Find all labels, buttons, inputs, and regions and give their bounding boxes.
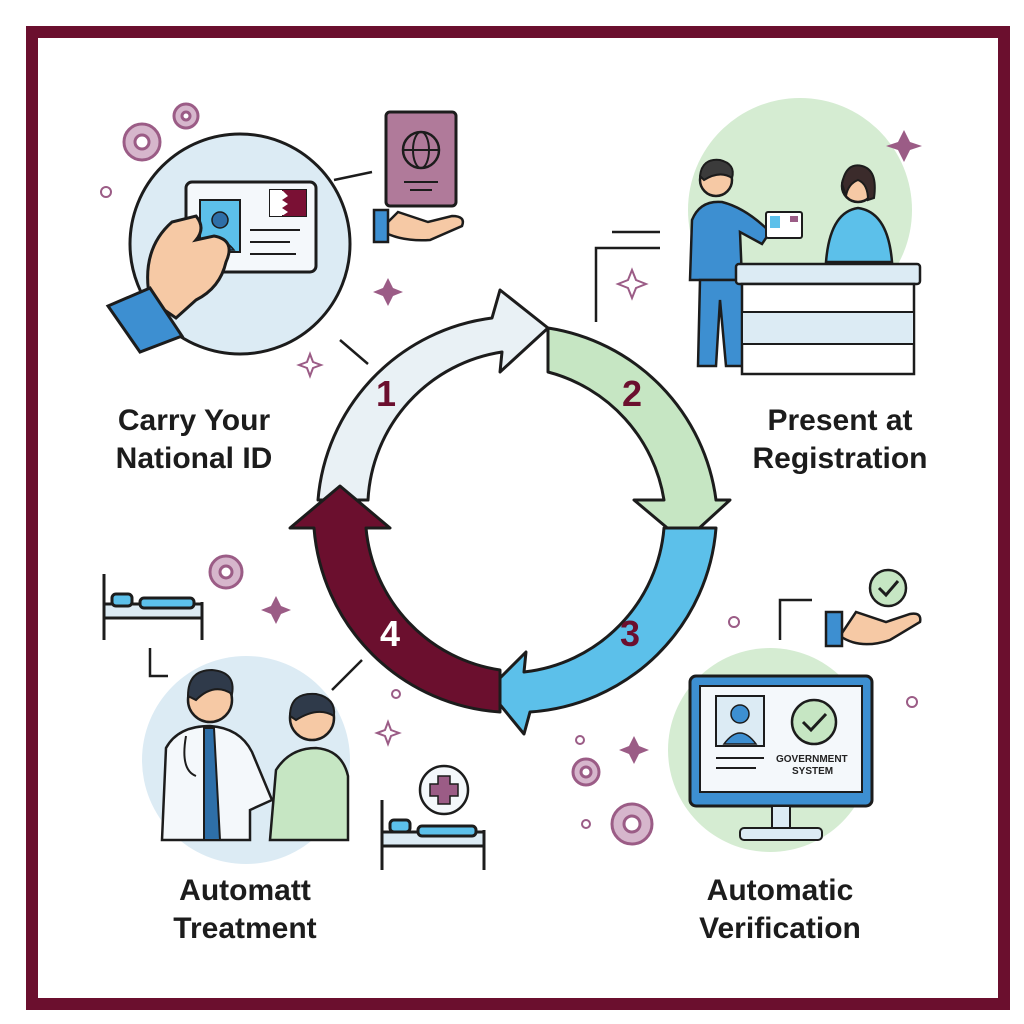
hospital-bed-icon	[102, 574, 204, 640]
step-number-4: 4	[380, 613, 400, 654]
connector-lines	[148, 170, 812, 691]
step-number-3: 3	[620, 613, 640, 654]
gear-icon	[122, 102, 200, 162]
monitor-icon: GOVERNMENT SYSTEM	[668, 648, 874, 852]
gear-icon	[571, 757, 654, 846]
step-2-label: Present at Registration	[730, 402, 950, 478]
step-number-1: 1	[376, 373, 396, 414]
step-4-label-line-2: Treatment	[173, 912, 317, 945]
national-id-card-icon	[105, 132, 352, 356]
step-4-label: Automatt Treatment	[140, 872, 350, 948]
arrow-step-3	[486, 526, 718, 736]
reception-desk-icon	[688, 98, 922, 376]
sparkle-icon	[100, 186, 918, 829]
step-3-label-line-2: Verification	[699, 912, 861, 945]
medical-cross-icon	[418, 764, 470, 816]
step-3-label: Automatic Verification	[680, 872, 880, 948]
passport-icon	[372, 110, 465, 244]
gear-icon	[208, 554, 244, 590]
sparkle-icon	[261, 130, 922, 764]
step-number-2: 2	[622, 373, 642, 414]
checkmark-icon	[824, 568, 922, 648]
outer-frame	[26, 26, 1010, 1010]
doctor-icon	[142, 656, 350, 864]
step-1-label-line-2: National ID	[115, 442, 273, 475]
cycle-arrows	[288, 288, 732, 736]
step-1-label-line-1: Carry Your	[117, 404, 271, 437]
arrow-step-4	[288, 484, 502, 714]
step-2-label-line-1: Present at	[767, 404, 913, 437]
arrow-step-1	[316, 288, 550, 502]
step-3-label-line-1: Automatic	[706, 874, 854, 907]
step-2-label-line-2: Registration	[752, 442, 928, 475]
monitor-line-2: SYSTEM	[792, 766, 833, 777]
hospital-bed-icon	[380, 800, 486, 870]
monitor-line-1: GOVERNMENT	[776, 754, 848, 765]
step-1-label: Carry Your National ID	[84, 402, 304, 478]
arrow-step-2	[546, 326, 732, 544]
step-4-label-line-1: Automatt	[179, 874, 311, 907]
